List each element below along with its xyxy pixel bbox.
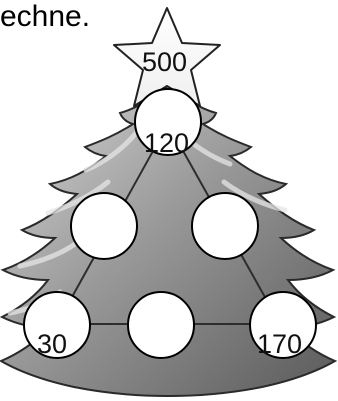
tree-node-top-value: 120 [144,128,189,158]
star-value: 500 [142,47,187,77]
tree-node-middle-right[interactable] [191,192,259,260]
tree-node-bottom-right[interactable]: 170 [249,291,317,359]
tree-node-top[interactable]: 120 [134,88,202,156]
tree-node-bottom-middle[interactable] [127,291,195,359]
tree-node-bottom-left-value: 30 [37,329,67,359]
tree-node-middle-left[interactable] [70,192,138,260]
tree-node-bottom-right-value: 170 [257,329,302,359]
tree-node-bottom-left[interactable]: 30 [23,291,91,359]
